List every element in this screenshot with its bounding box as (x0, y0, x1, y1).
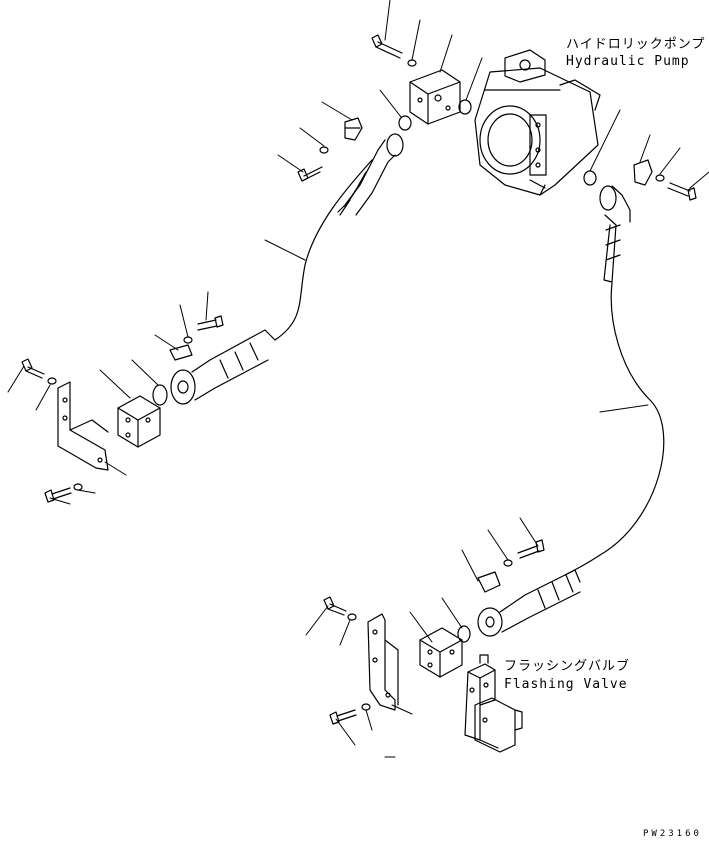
split-flange-upper-left (344, 117, 363, 141)
flashing-valve (464, 654, 523, 753)
pump-flange-block (409, 69, 461, 125)
pump-label-jp: ハイドロリックポンプ (566, 37, 706, 52)
bolt-bracket-right-top (323, 596, 347, 616)
o-ring-lower-left (152, 384, 168, 406)
gasket-lower-left (169, 344, 193, 361)
hose-fitting-lower-left (170, 329, 276, 405)
split-flange-lower-right (477, 571, 501, 593)
hose-fitting-upper-left (337, 133, 404, 216)
washer-bracket-left (73, 483, 83, 491)
valve-label-jp: フラッシングバルブ (504, 659, 631, 674)
block-lower-right (419, 627, 463, 678)
bolt-upper-left (297, 166, 323, 182)
hydraulic-pump (474, 49, 601, 196)
hose-fitting-lower-right (477, 569, 581, 637)
o-ring-pump-right (583, 170, 597, 186)
washer-far-left (47, 377, 57, 385)
bolt-far-left (21, 358, 45, 379)
bracket-lower-left (57, 381, 109, 471)
leader-lines (7, 0, 709, 758)
hose-right (564, 282, 665, 576)
bolt-bracket-right-bottom (329, 709, 357, 725)
bracket-lower-right (367, 613, 399, 711)
washer-upper-left (319, 146, 329, 154)
washer-lower-left (183, 336, 193, 344)
block-lower-left (117, 395, 161, 448)
o-ring-top-right (458, 99, 472, 115)
washer-lower-right (503, 559, 513, 567)
washer-top (407, 59, 417, 67)
valve-label-en: Flashing Valve (504, 677, 628, 692)
bolt-lower-left (197, 315, 224, 331)
o-ring-lower-right (457, 625, 471, 643)
washer-bracket-right-top (347, 613, 357, 621)
bolt-bracket-left (44, 487, 72, 503)
bolt-top (371, 34, 403, 59)
bolt-pump-right (667, 182, 697, 201)
washer-bracket-right-bottom (361, 703, 371, 711)
split-flange-pump-right (633, 159, 653, 186)
bolt-lower-right (517, 539, 545, 559)
o-ring-top-left (398, 115, 412, 131)
pump-label-en: Hydraulic Pump (566, 54, 690, 69)
hose-fitting-pump-right (599, 185, 631, 283)
washer-pump-right (655, 174, 665, 182)
hose-left (274, 159, 373, 341)
drawing-code: PW23160 (643, 829, 702, 839)
